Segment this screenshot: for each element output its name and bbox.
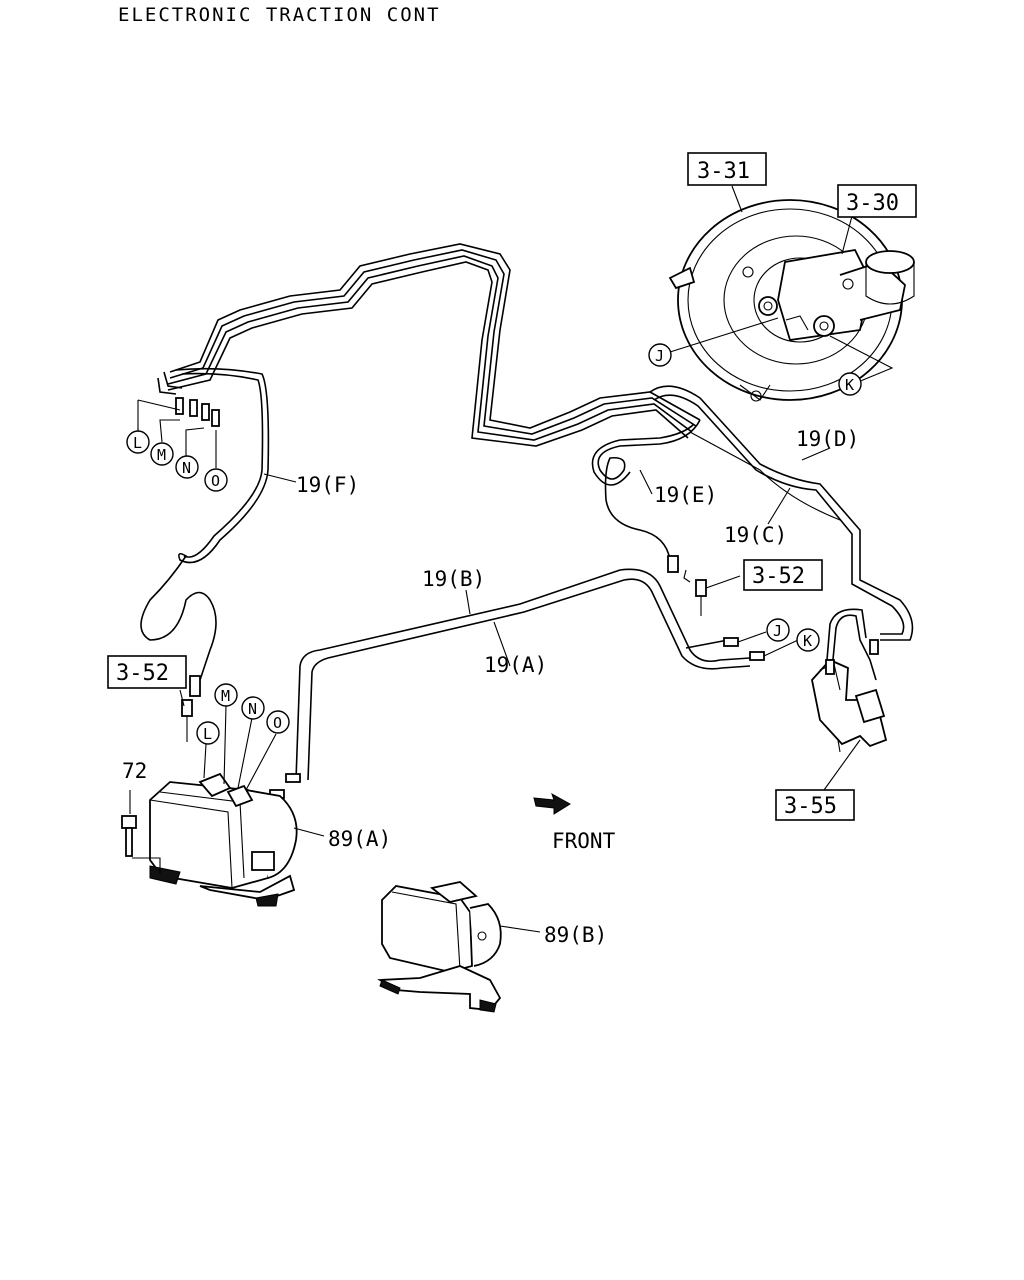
svg-text:L: L xyxy=(203,725,212,743)
front-arrow-icon xyxy=(533,792,571,815)
label-19c: 19(C) xyxy=(724,523,787,547)
connector-j-master: J xyxy=(648,343,672,367)
bolt-72 xyxy=(121,790,137,857)
svg-text:L: L xyxy=(133,434,142,452)
label-19b: 19(B) xyxy=(422,567,485,591)
hydraulic-unit-89a xyxy=(132,772,298,907)
line-19f xyxy=(140,367,270,681)
connector-l-unit: L xyxy=(196,721,220,745)
line-19a-19b xyxy=(295,568,751,781)
svg-text:3-31: 3-31 xyxy=(697,159,750,184)
svg-text:J: J xyxy=(655,347,664,365)
ref-3-52-upper: 3-52 xyxy=(743,559,823,591)
line-bundle-upper xyxy=(157,243,701,447)
connector-m-unit: M xyxy=(214,683,238,707)
connector-n-unit: N xyxy=(241,696,265,720)
svg-text:3-30: 3-30 xyxy=(846,191,899,216)
leader-lines xyxy=(137,185,894,933)
line-front-right xyxy=(825,608,877,681)
label-89a: 89(A) xyxy=(328,827,391,851)
svg-text:O: O xyxy=(211,472,220,490)
label-19e: 19(E) xyxy=(654,483,717,507)
connector-k-line: K xyxy=(796,628,820,652)
connector-o-top: O xyxy=(204,468,228,492)
svg-text:3-52: 3-52 xyxy=(752,564,805,589)
label-19d: 19(D) xyxy=(796,427,859,451)
ref-3-31: 3-31 xyxy=(687,152,767,186)
connector-m-top: M xyxy=(150,442,174,466)
svg-text:M: M xyxy=(157,446,166,464)
ref-3-55: 3-55 xyxy=(775,789,855,821)
svg-text:M: M xyxy=(221,687,230,705)
svg-text:3-52: 3-52 xyxy=(116,661,169,686)
top-left-fittings xyxy=(137,397,220,430)
label-19a: 19(A) xyxy=(484,653,547,677)
svg-text:O: O xyxy=(273,714,282,732)
svg-text:N: N xyxy=(182,459,191,477)
connector-j-line: J xyxy=(766,618,790,642)
ref-3-52-left: 3-52 xyxy=(107,655,187,689)
svg-text:K: K xyxy=(845,376,854,394)
label-89b: 89(B) xyxy=(544,923,607,947)
ref-3-30: 3-30 xyxy=(837,184,917,218)
connector-o-unit: O xyxy=(266,710,290,734)
line-19c-19d xyxy=(649,385,914,641)
hose-3-52-upper xyxy=(683,569,707,616)
label-19f: 19(F) xyxy=(296,473,359,497)
svg-text:K: K xyxy=(803,632,812,650)
connector-k-master: K xyxy=(838,372,862,396)
line-end-fittings xyxy=(269,637,879,799)
svg-text:3-55: 3-55 xyxy=(784,794,837,819)
label-72: 72 xyxy=(122,759,147,783)
hose-3-52-left xyxy=(181,675,201,742)
svg-text:N: N xyxy=(248,700,257,718)
connector-n-top: N xyxy=(175,455,199,479)
bracket-3-55 xyxy=(811,658,888,753)
line-19e xyxy=(591,419,701,573)
hydraulic-unit-89b xyxy=(377,881,502,1013)
front-label: FRONT xyxy=(552,829,616,853)
connector-l-top: L xyxy=(126,430,150,454)
svg-text:J: J xyxy=(773,622,782,640)
page-title: ELECTRONIC TRACTION CONT xyxy=(118,4,441,26)
master-cylinder xyxy=(758,249,915,342)
